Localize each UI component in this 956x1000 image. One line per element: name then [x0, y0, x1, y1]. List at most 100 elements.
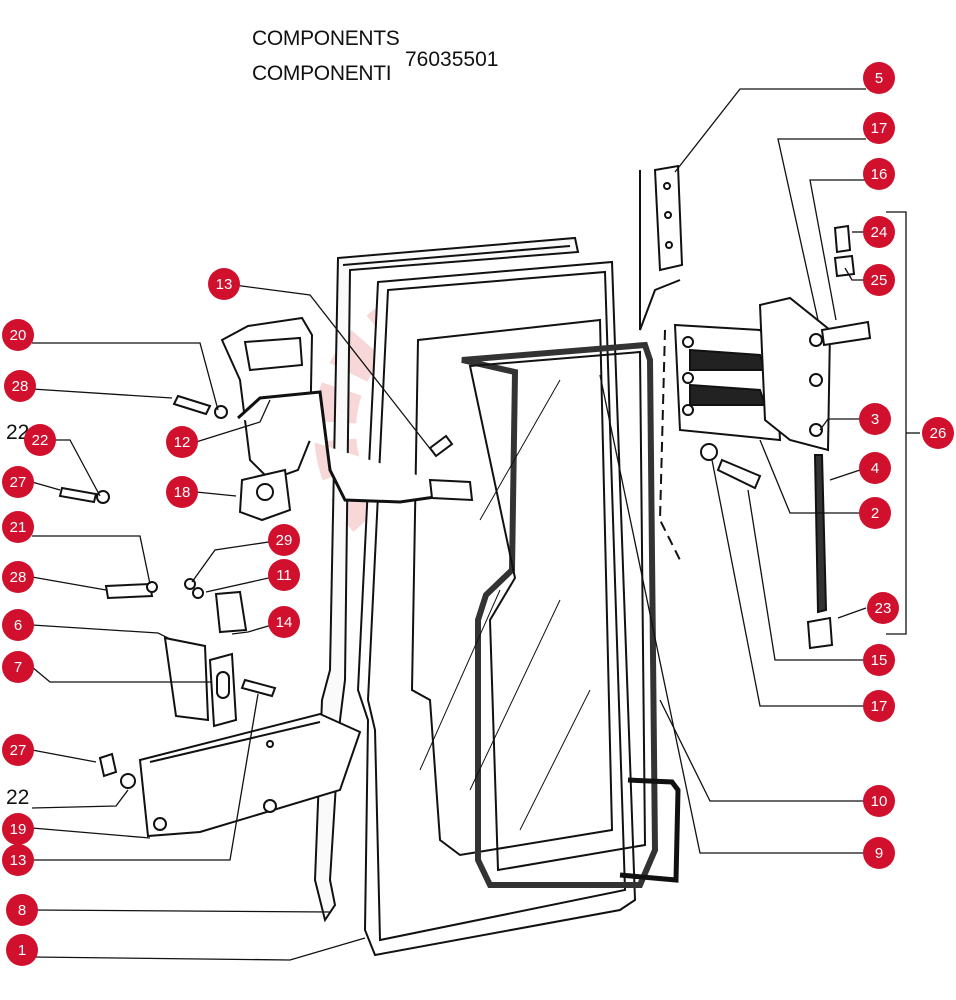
callout-label: 11 [276, 567, 292, 584]
callout-23: 23 [867, 592, 899, 624]
callout-7: 7 [2, 651, 34, 683]
callout-marker-circle [6, 894, 38, 926]
plain-label-22-upper: 22 [6, 421, 30, 444]
door-seal-outer [313, 236, 580, 923]
callout-marker-circle [922, 417, 954, 449]
lower-lock-parts [58, 486, 362, 838]
callout-label: 15 [871, 652, 888, 669]
hinge-bolt [820, 320, 872, 347]
callout-8: 8 [6, 894, 38, 926]
callout-marker-circle [863, 690, 895, 722]
callout-marker-circle [863, 62, 895, 94]
callout-11: 11 [268, 559, 300, 591]
grease-nipple [833, 224, 852, 254]
callout-marker-circle [2, 734, 34, 766]
callout-label: 26 [930, 425, 947, 442]
callout-27: 27 [2, 466, 34, 498]
lock-spring [240, 678, 277, 698]
callout-label: 24 [871, 224, 888, 241]
part-code: 76035501 [405, 48, 499, 71]
latch-bracket [172, 316, 474, 522]
callout-25: 25 [863, 264, 895, 296]
callout-6: 6 [2, 609, 34, 641]
hinge-washer [700, 443, 718, 461]
callout-16: 16 [863, 158, 895, 190]
callout-label: 27 [10, 474, 27, 491]
callout-label: 5 [875, 70, 883, 87]
callout-marker-circle [2, 609, 34, 641]
callout-13: 13 [208, 268, 240, 300]
callout-20: 20 [2, 319, 34, 351]
callout-marker-circle [863, 837, 895, 869]
callout-label: 13 [216, 276, 233, 293]
callout-marker-circle [2, 466, 34, 498]
callout-label: 13 [10, 852, 27, 869]
title-components: COMPONENTS [252, 27, 400, 50]
callout-marker-circle [863, 264, 895, 296]
callout-marker-circle [859, 403, 891, 435]
callout-15: 15 [863, 644, 895, 676]
callout-marker-circle [863, 112, 895, 144]
door-glass-frame [410, 318, 614, 857]
callout-13: 13 [2, 844, 34, 876]
callout-1: 1 [6, 934, 38, 966]
bottom-rail-washer [120, 773, 136, 789]
callout-17: 17 [863, 690, 895, 722]
callout-marker-circle [2, 319, 34, 351]
callout-27: 27 [2, 734, 34, 766]
callout-9: 9 [863, 837, 895, 869]
callout-label: 25 [871, 272, 888, 289]
callout-label: 17 [871, 698, 888, 715]
callout-marker-circle [2, 844, 34, 876]
hinge-pin [813, 454, 828, 614]
callout-label: 10 [871, 793, 888, 810]
callout-19: 19 [2, 813, 34, 845]
callout-label: 21 [10, 519, 27, 536]
callout-marker-circle [863, 644, 895, 676]
callout-26: 26 [922, 417, 954, 449]
callout-marker-circle [2, 511, 34, 543]
callout-label: 18 [174, 484, 191, 501]
bottom-rail-screw [98, 752, 118, 778]
callout-29: 29 [268, 524, 300, 556]
callout-4: 4 [859, 452, 891, 484]
callout-28: 28 [2, 561, 34, 593]
hinge-screw [716, 458, 762, 490]
callout-24: 24 [863, 216, 895, 248]
hinge-plate [653, 164, 684, 272]
callout-marker-circle [268, 559, 300, 591]
window-seal [461, 341, 659, 888]
title-componenti: COMPONENTI [252, 62, 392, 85]
callout-3: 3 [859, 403, 891, 435]
callout-marker-circle [859, 452, 891, 484]
callout-marker-circle [208, 268, 240, 300]
callout-marker-circle [166, 476, 198, 508]
callout-marker-circle [6, 934, 38, 966]
callout-label: 28 [10, 569, 27, 586]
callout-marker-circle [268, 524, 300, 556]
callout-17: 17 [863, 112, 895, 144]
lock-screw [104, 582, 154, 600]
callout-21: 21 [2, 511, 34, 543]
pin-nut [806, 616, 834, 650]
callout-marker-circle [4, 370, 36, 402]
callout-label: 16 [871, 166, 888, 183]
cab-post [639, 170, 681, 331]
callout-label: 22 [32, 432, 49, 449]
door-handle-bar [619, 777, 681, 883]
door-assembly [313, 170, 681, 957]
lock-plate [163, 636, 210, 722]
callout-label: 6 [14, 617, 22, 634]
lock-handle [214, 590, 248, 634]
lock-washer-21 [146, 581, 158, 593]
callout-marker-circle [24, 424, 56, 456]
callout-label: 4 [871, 460, 879, 477]
hinge-assembly [673, 224, 872, 650]
latch-screw [172, 394, 212, 416]
callout-label: 14 [276, 614, 293, 631]
callout-marker-circle [867, 592, 899, 624]
callout-18: 18 [166, 476, 198, 508]
callout-label: 3 [871, 411, 879, 428]
bottom-rail [138, 712, 362, 838]
